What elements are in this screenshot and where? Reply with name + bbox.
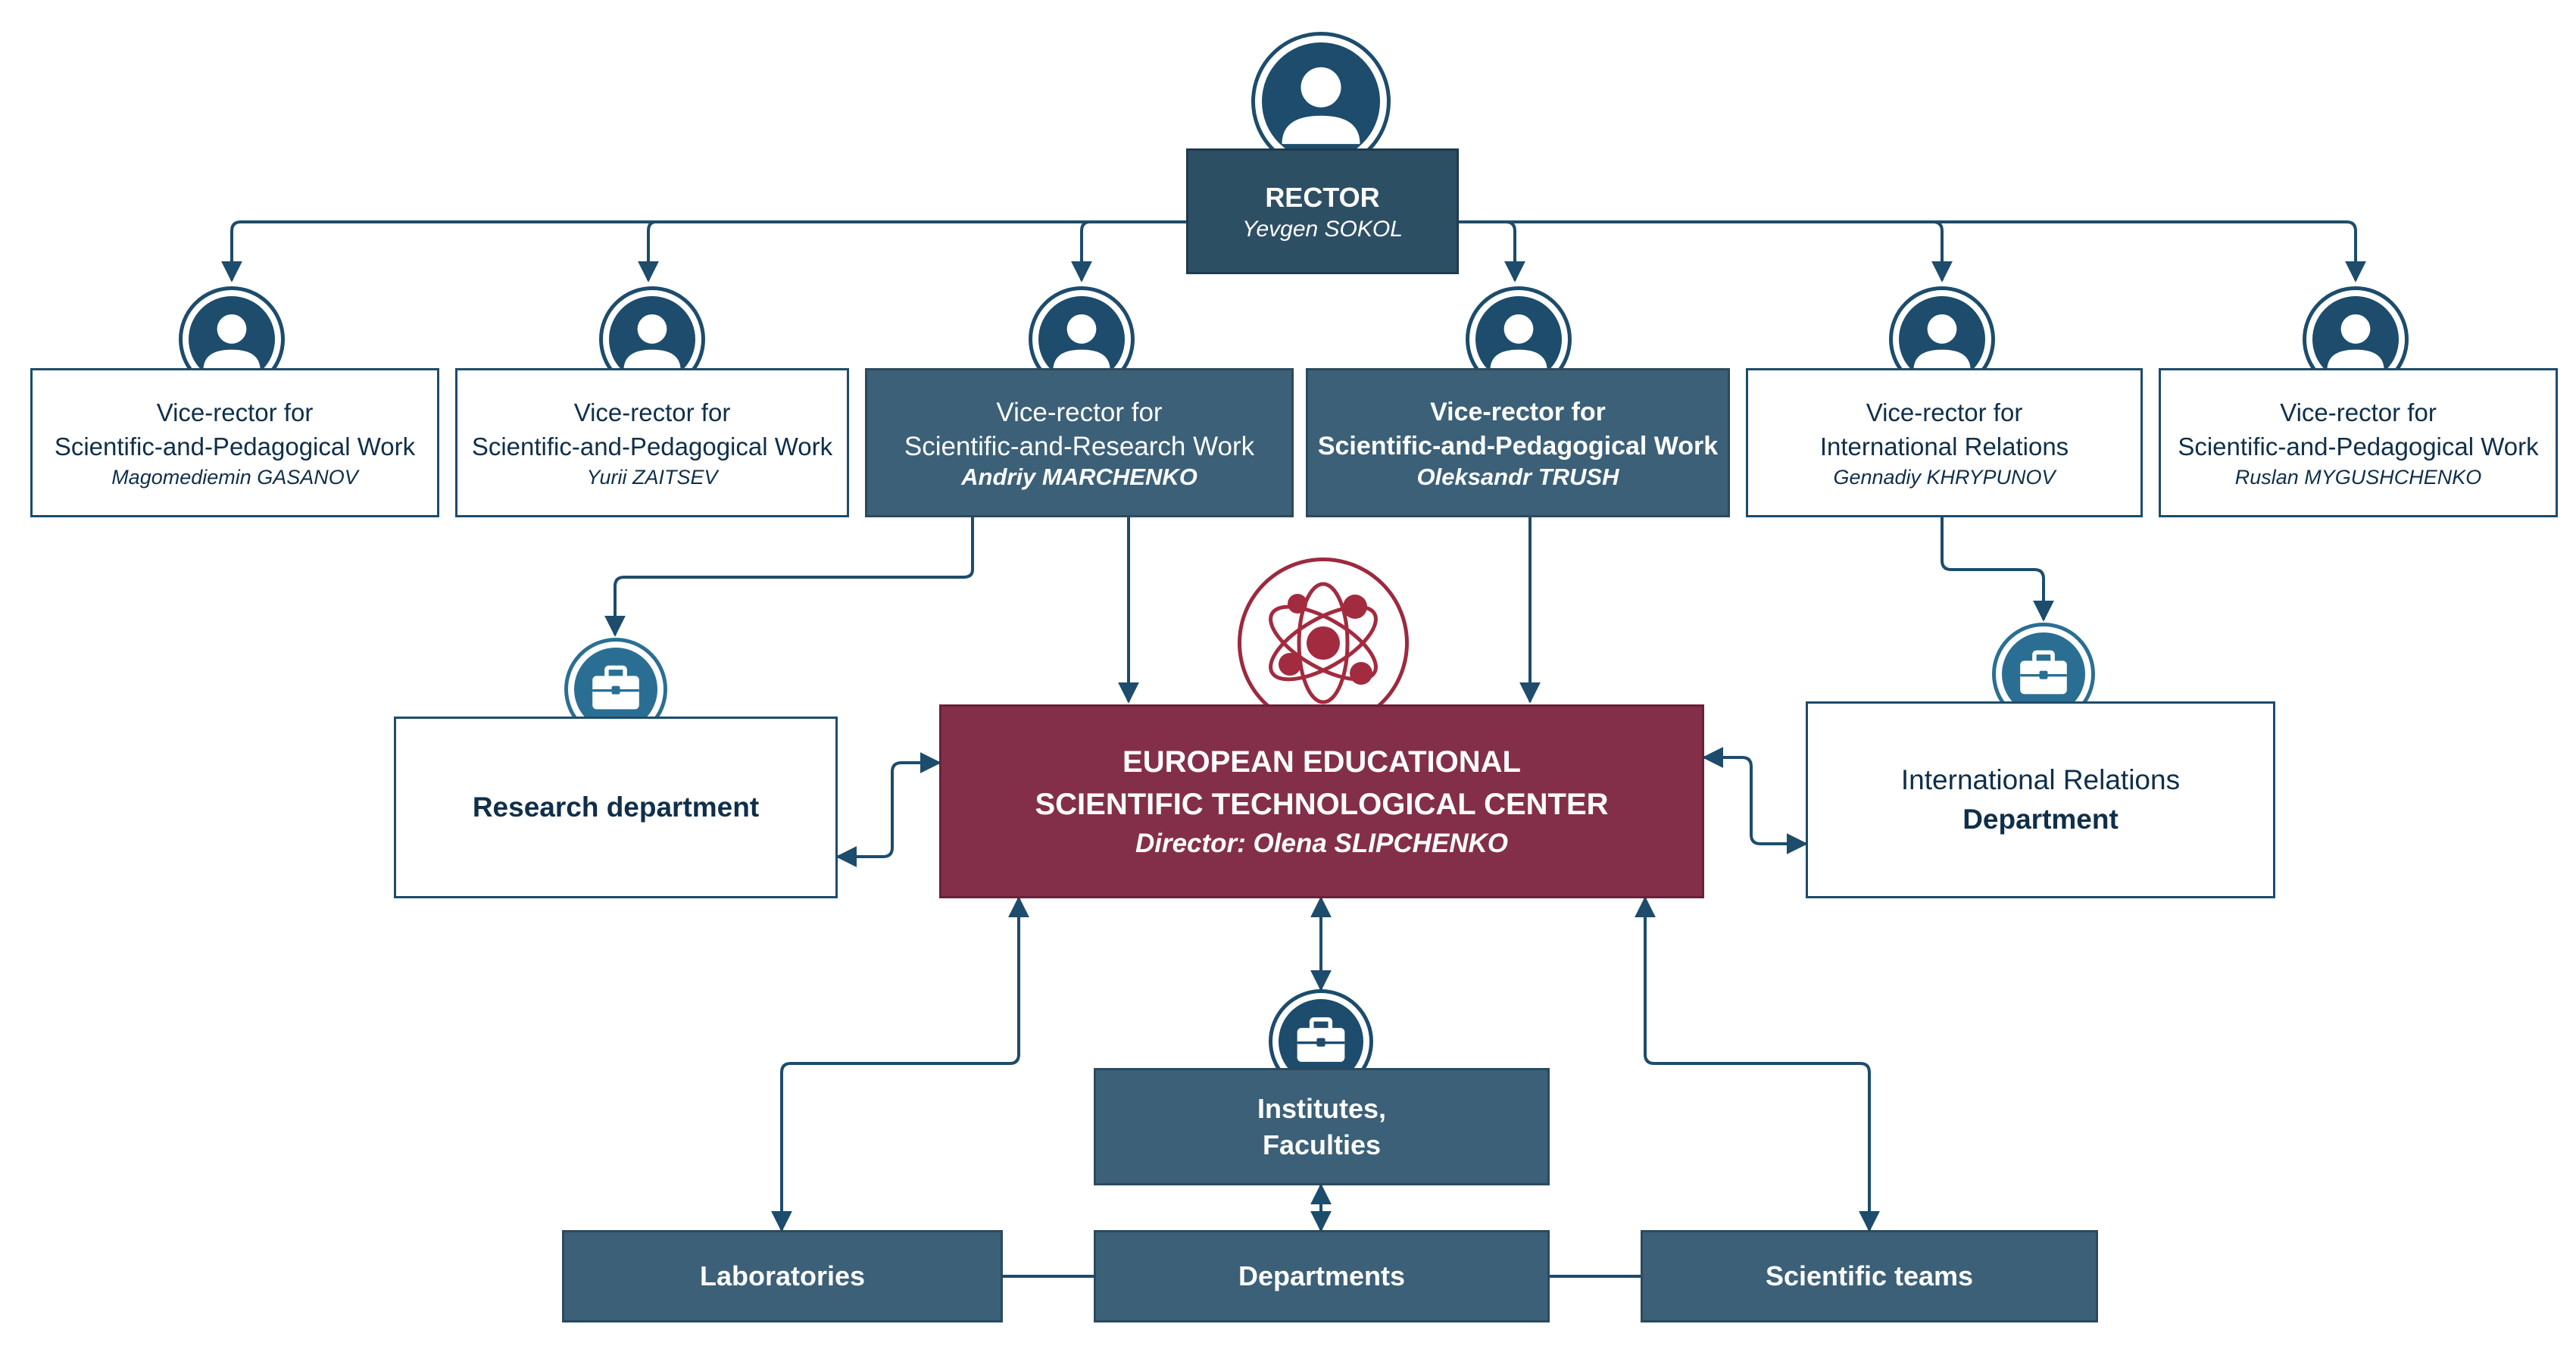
center-director: Director: Olena SLIPCHENKO bbox=[1135, 829, 1509, 858]
scientific-teams-label: Scientific teams bbox=[1765, 1260, 1974, 1291]
vice-rector-box-khrypunov: Vice-rector for International Relations … bbox=[1746, 368, 2143, 517]
person-icon bbox=[1913, 314, 1971, 371]
vice-rector-line2: Scientific-and-Research Work bbox=[904, 431, 1255, 461]
vice-rector-name: Gennadiy KHRYPUNOV bbox=[1833, 465, 2056, 489]
vice-rector-line2: Scientific-and-Pedagogical Work bbox=[1317, 431, 1719, 461]
vice-rector-box-gasanov: Vice-rector for Scientific-and-Pedagogic… bbox=[30, 368, 439, 517]
vice-rector-line1: Vice-rector for bbox=[1866, 398, 2023, 426]
institutes-line1: Institutes, bbox=[1257, 1092, 1386, 1124]
vice-rector-line1: Vice-rector for bbox=[573, 398, 731, 426]
departments-label: Departments bbox=[1238, 1260, 1406, 1291]
briefcase-icon bbox=[2020, 650, 2067, 695]
person-icon bbox=[203, 314, 261, 371]
departments-box: Departments bbox=[1094, 1230, 1550, 1322]
laboratories-label: Laboratories bbox=[699, 1260, 866, 1291]
vice-rector-name: Oleksandr TRUSH bbox=[1416, 463, 1619, 490]
person-icon bbox=[1053, 314, 1110, 371]
center-box: EUROPEAN EDUCATIONAL SCIENTIFIC TECHNOLO… bbox=[939, 704, 1704, 898]
vice-rector-box-mygushchenko: Vice-rector for Scientific-and-Pedagogic… bbox=[2159, 368, 2558, 517]
research-department-label: Research department bbox=[472, 792, 760, 823]
person-icon bbox=[1282, 67, 1360, 145]
center-logo bbox=[1238, 557, 1409, 729]
vice-rector-name: Yurii ZAITSEV bbox=[586, 465, 718, 489]
vice-rector-line1: Vice-rector for bbox=[156, 398, 314, 426]
vice-rector-line2: Scientific-and-Pedagogical Work bbox=[54, 432, 416, 461]
vice-rector-line2: International Relations bbox=[1819, 432, 2069, 461]
vice-rector-box-zaitsev: Vice-rector for Scientific-and-Pedagogic… bbox=[455, 368, 849, 517]
center-logo-icon bbox=[1269, 582, 1378, 704]
vice-rector-box-marchenko: Vice-rector for Scientific-and-Research … bbox=[865, 368, 1294, 517]
laboratories-box: Laboratories bbox=[562, 1230, 1003, 1322]
rector-title: RECTOR bbox=[1265, 182, 1380, 213]
center-line1: EUROPEAN EDUCATIONAL bbox=[1123, 745, 1521, 779]
rector-box: RECTOR Yevgen SOKOL bbox=[1186, 148, 1459, 274]
scientific-teams-box: Scientific teams bbox=[1641, 1230, 2098, 1322]
international-department-line1: International Relations bbox=[1900, 764, 2181, 795]
vice-rector-avatar bbox=[1466, 286, 1572, 392]
vice-rector-line2: Scientific-and-Pedagogical Work bbox=[2178, 432, 2539, 461]
rector-name: Yevgen SOKOL bbox=[1242, 217, 1403, 242]
vice-rector-line1: Vice-rector for bbox=[1430, 397, 1606, 426]
institutes-line2: Faculties bbox=[1262, 1129, 1382, 1160]
person-icon bbox=[623, 314, 681, 371]
person-icon bbox=[2327, 314, 2384, 371]
vice-rector-name: Magomediemin GASANOV bbox=[111, 465, 358, 489]
vice-rector-line1: Vice-rector for bbox=[996, 397, 1163, 427]
vice-rector-name: Ruslan MYGUSHCHENKO bbox=[2234, 465, 2482, 489]
institutes-box: Institutes, Faculties bbox=[1094, 1068, 1550, 1185]
international-department-line2: Department bbox=[1962, 804, 2119, 835]
person-icon bbox=[1490, 314, 1547, 371]
center-line2: SCIENTIFIC TECHNOLOGICAL CENTER bbox=[1035, 788, 1609, 821]
briefcase-icon bbox=[592, 665, 639, 710]
international-department-box: International Relations Department bbox=[1806, 701, 2275, 898]
research-department-box: Research department bbox=[394, 717, 838, 898]
vice-rector-line2: Scientific-and-Pedagogical Work bbox=[471, 432, 833, 461]
briefcase-icon bbox=[1297, 1017, 1345, 1062]
vice-rector-line1: Vice-rector for bbox=[2280, 398, 2437, 426]
vice-rector-box-trush: Vice-rector for Scientific-and-Pedagogic… bbox=[1306, 368, 1730, 517]
vice-rector-name: Andriy MARCHENKO bbox=[961, 463, 1197, 490]
